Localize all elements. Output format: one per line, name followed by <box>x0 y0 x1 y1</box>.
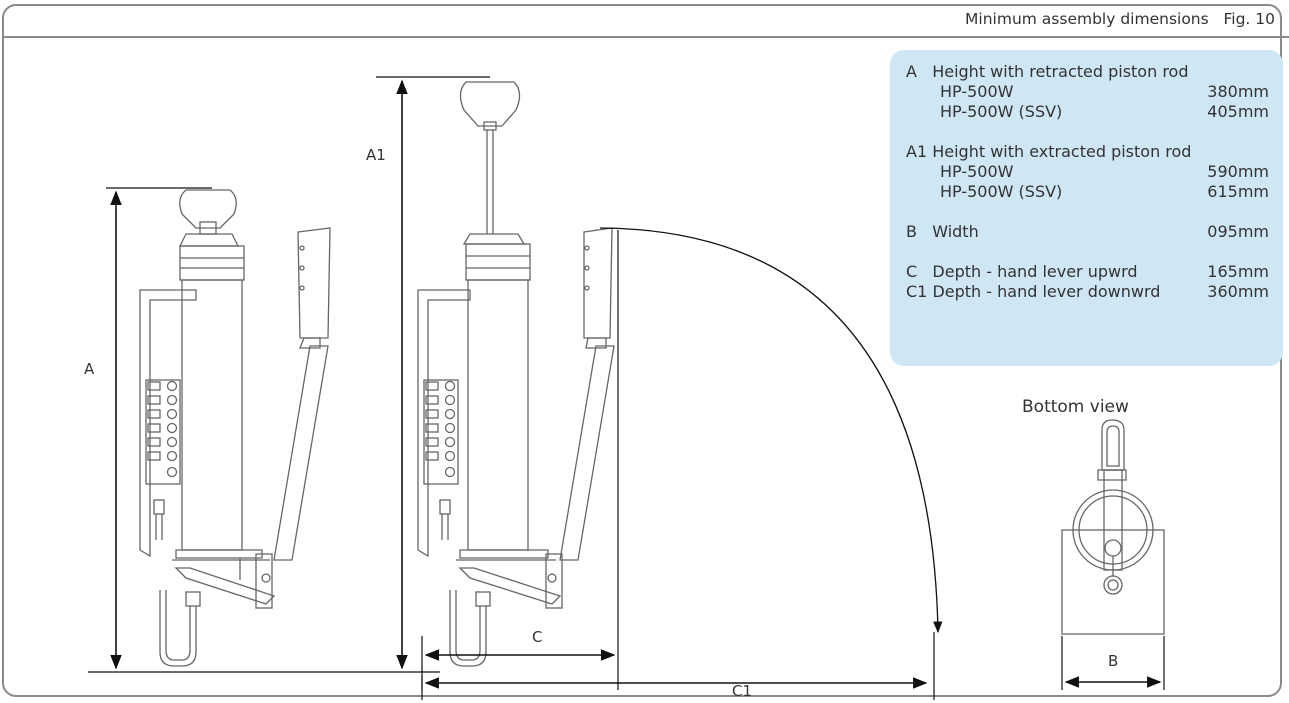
caption-title: Minimum assembly dimensions <box>965 10 1209 28</box>
spec-b-value: 095mm <box>1207 222 1269 241</box>
spec-c-row: C Depth - hand lever upwrd 165mm <box>906 262 1269 282</box>
spec-model: HP-500W <box>940 82 1014 101</box>
caption-fig-number: Fig. 10 <box>1223 10 1275 28</box>
dim-c-label: C <box>532 628 543 646</box>
bottom-view-drawing <box>1061 419 1165 635</box>
spec-value: 590mm <box>1207 162 1269 181</box>
lever-swing-arc <box>599 227 943 634</box>
spec-model: HP-500W (SSV) <box>940 102 1063 121</box>
spec-model: HP-500W (SSV) <box>940 182 1063 201</box>
outlet-fittings-2 <box>425 380 456 478</box>
dim-b-label: B <box>1108 652 1119 670</box>
bottom-view-title: Bottom view <box>1022 397 1129 417</box>
spec-a-row: HP-500W (SSV) 405mm <box>906 102 1269 122</box>
header-divider <box>2 36 1289 38</box>
outlet-fittings <box>147 380 178 478</box>
spec-a-title: A Height with retracted piston rod <box>906 62 1189 81</box>
dim-c1-label: C1 <box>732 682 753 700</box>
t-handle-extended-icon <box>459 81 521 127</box>
spec-model: HP-500W <box>940 162 1014 181</box>
spec-a1-row: HP-500W (SSV) 615mm <box>906 182 1269 202</box>
spec-b-row: B Width 095mm <box>906 222 1269 242</box>
spec-value: 380mm <box>1207 82 1269 101</box>
spec-c-label: C Depth - hand lever upwrd <box>906 262 1138 281</box>
spec-b-label: B Width <box>906 222 979 241</box>
spec-a-row: HP-500W 380mm <box>906 82 1269 102</box>
spec-c-value: 165mm <box>1207 262 1269 281</box>
spec-value: 405mm <box>1207 102 1269 121</box>
spec-a1-row: HP-500W 590mm <box>906 162 1269 182</box>
dim-a1-label: A1 <box>366 146 386 164</box>
spec-c1-row: C1 Depth - hand lever downwrd 360mm <box>906 282 1269 302</box>
spec-a1-title: A1 Height with extracted piston rod <box>906 142 1192 161</box>
grease-gun-retracted <box>139 189 331 667</box>
spec-c1-value: 360mm <box>1207 282 1269 301</box>
dim-b <box>1061 636 1165 690</box>
spec-value: 615mm <box>1207 182 1269 201</box>
dim-a-label: A <box>84 360 95 378</box>
grease-gun-extended <box>417 81 615 667</box>
dimension-lines <box>88 76 943 700</box>
figure-caption: Minimum assembly dimensions Fig. 10 <box>965 10 1275 28</box>
spec-panel: A Height with retracted piston rod HP-50… <box>890 50 1283 366</box>
spec-c1-label: C1 Depth - hand lever downwrd <box>906 282 1161 301</box>
t-handle-icon <box>179 189 237 229</box>
